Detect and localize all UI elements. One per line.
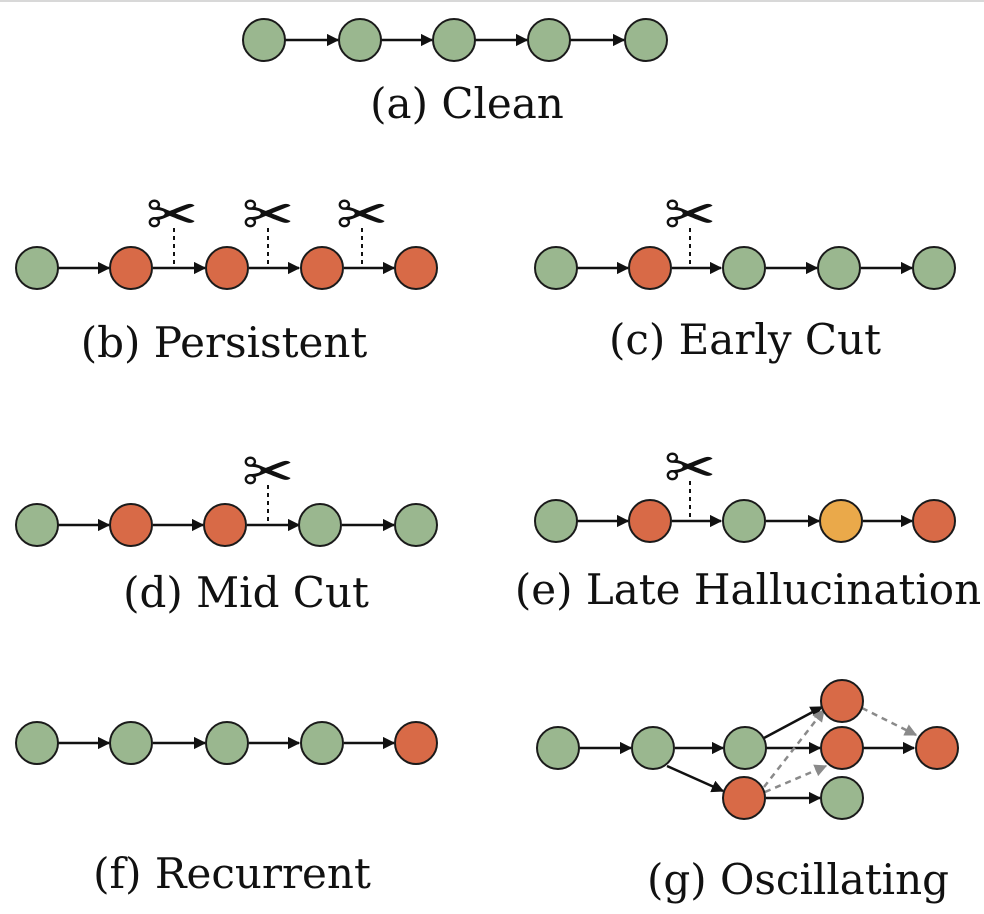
scissors-icon: ✂ bbox=[336, 178, 388, 251]
clean-step-node bbox=[912, 246, 956, 290]
hallucinated-step-node bbox=[915, 726, 959, 770]
scissors-icon: ✂ bbox=[146, 178, 198, 251]
clean-step-node bbox=[723, 726, 767, 770]
dashed-edge bbox=[763, 709, 825, 788]
dashed-edge bbox=[764, 764, 828, 794]
caption-e: (e) Late Hallucination bbox=[515, 565, 981, 614]
panel-a-clean: (a) Clean bbox=[242, 18, 668, 128]
clean-step-node bbox=[109, 721, 153, 765]
hallucinated-step-node bbox=[394, 721, 438, 765]
dashed-edge bbox=[861, 706, 918, 737]
scissors-icon: ✂ bbox=[242, 178, 294, 251]
hallucinated-step-node bbox=[628, 499, 672, 543]
caption-b: (b) Persistent bbox=[81, 318, 368, 367]
clean-step-node bbox=[631, 726, 675, 770]
top-border bbox=[0, 0, 984, 2]
clean-step-node bbox=[722, 246, 766, 290]
caption-d: (d) Mid Cut bbox=[123, 568, 369, 617]
caption-g: (g) Oscillating bbox=[647, 855, 949, 904]
panel-g-oscillating: (g) Oscillating bbox=[536, 679, 959, 904]
clean-step-node bbox=[15, 503, 59, 547]
panel-e-late-hallucination: ✂ (e) Late Hallucination bbox=[515, 431, 981, 614]
hallucinated-step-node bbox=[205, 246, 249, 290]
clean-step-node bbox=[300, 721, 344, 765]
clean-step-node bbox=[722, 499, 766, 543]
clean-step-node bbox=[534, 499, 578, 543]
clean-step-node bbox=[820, 776, 864, 820]
clean-step-node bbox=[394, 503, 438, 547]
caption-c: (c) Early Cut bbox=[609, 315, 881, 364]
clean-step-node bbox=[527, 18, 571, 62]
hallucinated-step-node bbox=[820, 679, 864, 723]
hallucinated-step-node bbox=[628, 246, 672, 290]
clean-step-node bbox=[534, 246, 578, 290]
panel-c-early-cut: ✂ (c) Early Cut bbox=[534, 178, 956, 364]
panel-f-recurrent: (f) Recurrent bbox=[15, 721, 438, 898]
late-step-node bbox=[819, 499, 863, 543]
clean-step-node bbox=[205, 721, 249, 765]
hallucinated-step-node bbox=[394, 246, 438, 290]
clean-step-node bbox=[15, 721, 59, 765]
scissors-icon: ✂ bbox=[242, 435, 294, 508]
hallucinated-step-node bbox=[912, 499, 956, 543]
hallucinated-step-node bbox=[300, 246, 344, 290]
clean-step-node bbox=[242, 18, 286, 62]
clean-step-node bbox=[432, 18, 476, 62]
clean-step-node bbox=[298, 503, 342, 547]
panel-b-persistent: ✂ ✂ ✂ (b) Persistent bbox=[15, 178, 438, 367]
clean-step-node bbox=[338, 18, 382, 62]
clean-step-node bbox=[624, 18, 668, 62]
clean-step-node bbox=[817, 246, 861, 290]
hallucinated-step-node bbox=[109, 246, 153, 290]
hallucinated-step-node bbox=[820, 726, 864, 770]
scissors-icon: ✂ bbox=[664, 178, 716, 251]
hallucinated-step-node bbox=[203, 503, 247, 547]
scissors-icon: ✂ bbox=[664, 431, 716, 504]
clean-step-node bbox=[15, 246, 59, 290]
caption-a: (a) Clean bbox=[370, 79, 564, 128]
clean-step-node bbox=[536, 726, 580, 770]
edge bbox=[666, 764, 725, 793]
caption-f: (f) Recurrent bbox=[93, 849, 371, 898]
hallucinated-step-node bbox=[722, 776, 766, 820]
hallucinated-step-node bbox=[109, 503, 153, 547]
panel-d-mid-cut: ✂ (d) Mid Cut bbox=[15, 435, 438, 617]
